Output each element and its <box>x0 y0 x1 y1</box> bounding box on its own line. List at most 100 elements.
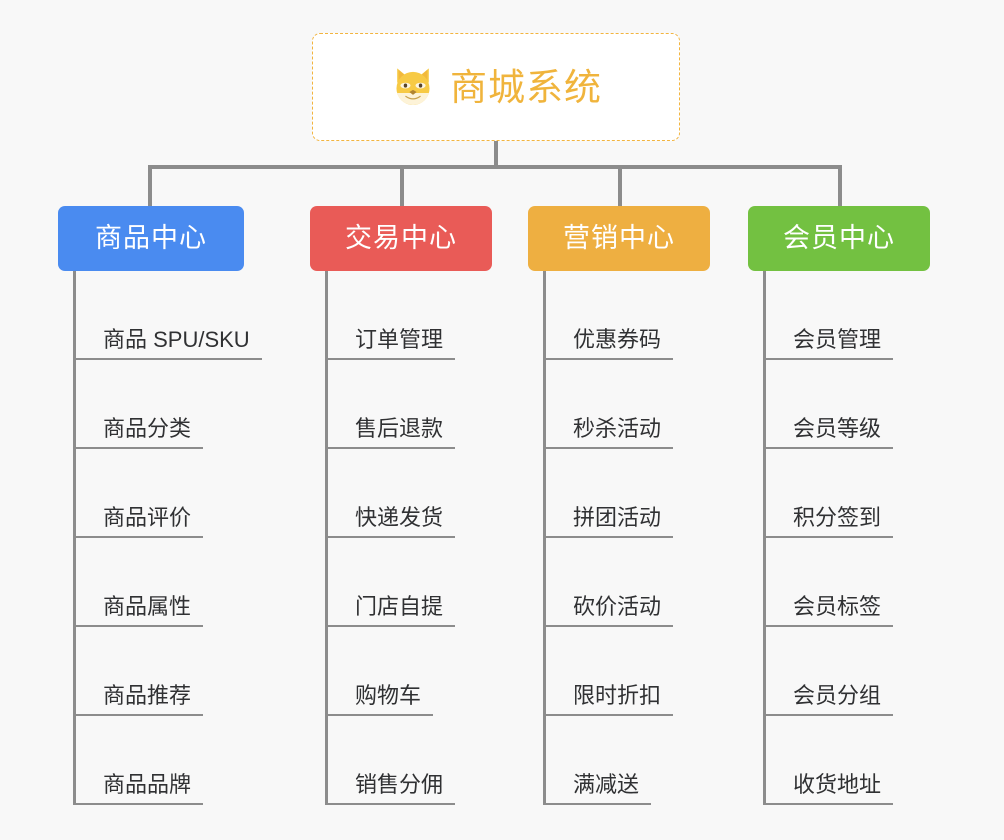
leaf-item-label: 砍价活动 <box>573 594 662 619</box>
leaf-item[interactable]: 商品 SPU/SKU <box>73 271 262 360</box>
leaf-item-label: 售后退款 <box>355 416 444 441</box>
leaf-item-label: 商品分类 <box>103 416 192 441</box>
connector-stem <box>494 141 498 168</box>
leaf-item-label: 限时折扣 <box>573 683 662 708</box>
leaf-item-label: 会员标签 <box>793 594 882 619</box>
category-columns: 商品中心 商品 SPU/SKU 商品分类 商品评价 商品属性 商品推荐 商品品牌… <box>0 206 1004 840</box>
leaf-item-label: 收货地址 <box>793 772 882 797</box>
category-header-label: 会员中心 <box>783 223 895 253</box>
root-title: 商城系统 <box>450 66 602 108</box>
leaf-item-label: 商品推荐 <box>103 683 192 708</box>
connector-bus <box>148 165 840 169</box>
leaf-underline <box>73 714 203 716</box>
leaf-item-label: 秒杀活动 <box>573 416 662 441</box>
leaf-underline <box>543 803 651 805</box>
leaf-underline <box>325 714 433 716</box>
leaf-item-label: 商品评价 <box>103 505 192 530</box>
category-header-label: 营销中心 <box>563 223 675 253</box>
leaf-item[interactable]: 会员等级 <box>763 360 930 449</box>
leaf-underline <box>325 625 455 627</box>
leaf-item-label: 商品属性 <box>103 594 192 619</box>
leaf-item-label: 销售分佣 <box>355 772 444 797</box>
category-column-product: 商品中心 商品 SPU/SKU 商品分类 商品评价 商品属性 商品推荐 商品品牌 <box>58 206 262 805</box>
leaf-item[interactable]: 限时折扣 <box>543 627 710 716</box>
leaf-item[interactable]: 商品评价 <box>73 449 244 538</box>
leaf-underline <box>763 447 893 449</box>
leaf-item[interactable]: 积分签到 <box>763 449 930 538</box>
leaf-item[interactable]: 门店自提 <box>325 538 492 627</box>
leaf-item[interactable]: 拼团活动 <box>543 449 710 538</box>
column-trunk <box>543 271 546 805</box>
leaf-underline <box>73 447 203 449</box>
shiba-dog-face-icon <box>396 68 430 105</box>
leaf-item[interactable]: 订单管理 <box>325 271 492 360</box>
category-header-label: 交易中心 <box>345 223 457 253</box>
leaf-item-label: 会员分组 <box>793 683 882 708</box>
leaf-item[interactable]: 销售分佣 <box>325 716 492 805</box>
category-column-member: 会员中心 会员管理 会员等级 积分签到 会员标签 会员分组 收货地址 <box>748 206 930 805</box>
category-header-member[interactable]: 会员中心 <box>748 206 930 271</box>
connector-drop-1 <box>148 165 152 207</box>
leaf-item[interactable]: 优惠券码 <box>543 271 710 360</box>
leaf-item[interactable]: 收货地址 <box>763 716 930 805</box>
category-header-label: 商品中心 <box>95 223 207 253</box>
leaf-underline <box>543 358 673 360</box>
leaf-underline <box>325 358 455 360</box>
column-trunk <box>763 271 766 805</box>
leaf-item[interactable]: 售后退款 <box>325 360 492 449</box>
leaf-item-label: 会员管理 <box>793 327 882 352</box>
leaf-item-label: 满减送 <box>573 772 640 797</box>
leaf-underline <box>325 536 455 538</box>
leaf-item-label: 购物车 <box>355 683 422 708</box>
leaf-underline <box>763 358 893 360</box>
leaf-underline <box>543 536 673 538</box>
leaf-list-member: 会员管理 会员等级 积分签到 会员标签 会员分组 收货地址 <box>763 271 930 805</box>
leaf-underline <box>73 625 203 627</box>
leaf-item[interactable]: 会员管理 <box>763 271 930 360</box>
leaf-item[interactable]: 商品属性 <box>73 538 244 627</box>
leaf-item[interactable]: 会员标签 <box>763 538 930 627</box>
leaf-underline <box>543 625 673 627</box>
leaf-item-label: 门店自提 <box>355 594 444 619</box>
leaf-underline <box>73 358 262 360</box>
leaf-item-label: 优惠券码 <box>573 327 662 352</box>
category-header-trade[interactable]: 交易中心 <box>310 206 492 271</box>
leaf-item-label: 拼团活动 <box>573 505 662 530</box>
leaf-item[interactable]: 满减送 <box>543 716 710 805</box>
leaf-item-label: 快递发货 <box>355 505 444 530</box>
leaf-underline <box>325 447 455 449</box>
leaf-underline <box>763 536 893 538</box>
leaf-underline <box>763 803 893 805</box>
leaf-item[interactable]: 会员分组 <box>763 627 930 716</box>
leaf-underline <box>543 447 673 449</box>
category-header-product[interactable]: 商品中心 <box>58 206 244 271</box>
leaf-underline <box>543 714 673 716</box>
root-node[interactable]: 商城系统 <box>312 33 680 141</box>
leaf-item-label: 订单管理 <box>355 327 444 352</box>
connector-drop-3 <box>618 165 622 207</box>
leaf-underline <box>73 803 203 805</box>
column-trunk <box>73 271 76 805</box>
category-column-trade: 交易中心 订单管理 售后退款 快递发货 门店自提 购物车 销售分佣 <box>310 206 492 805</box>
category-column-marketing: 营销中心 优惠券码 秒杀活动 拼团活动 砍价活动 限时折扣 满减送 <box>528 206 710 805</box>
leaf-item[interactable]: 快递发货 <box>325 449 492 538</box>
leaf-item[interactable]: 商品推荐 <box>73 627 244 716</box>
column-trunk <box>325 271 328 805</box>
leaf-underline <box>325 803 455 805</box>
leaf-underline <box>763 625 893 627</box>
leaf-list-trade: 订单管理 售后退款 快递发货 门店自提 购物车 销售分佣 <box>325 271 492 805</box>
leaf-item[interactable]: 商品品牌 <box>73 716 244 805</box>
leaf-item[interactable]: 购物车 <box>325 627 492 716</box>
leaf-list-product: 商品 SPU/SKU 商品分类 商品评价 商品属性 商品推荐 商品品牌 <box>73 271 262 805</box>
leaf-underline <box>73 536 203 538</box>
leaf-list-marketing: 优惠券码 秒杀活动 拼团活动 砍价活动 限时折扣 满减送 <box>543 271 710 805</box>
leaf-item[interactable]: 秒杀活动 <box>543 360 710 449</box>
leaf-item-label: 商品 SPU/SKU <box>103 327 250 352</box>
leaf-item-label: 会员等级 <box>793 416 882 441</box>
leaf-item[interactable]: 砍价活动 <box>543 538 710 627</box>
leaf-item-label: 积分签到 <box>793 505 882 530</box>
category-header-marketing[interactable]: 营销中心 <box>528 206 710 271</box>
leaf-underline <box>763 714 893 716</box>
leaf-item[interactable]: 商品分类 <box>73 360 244 449</box>
